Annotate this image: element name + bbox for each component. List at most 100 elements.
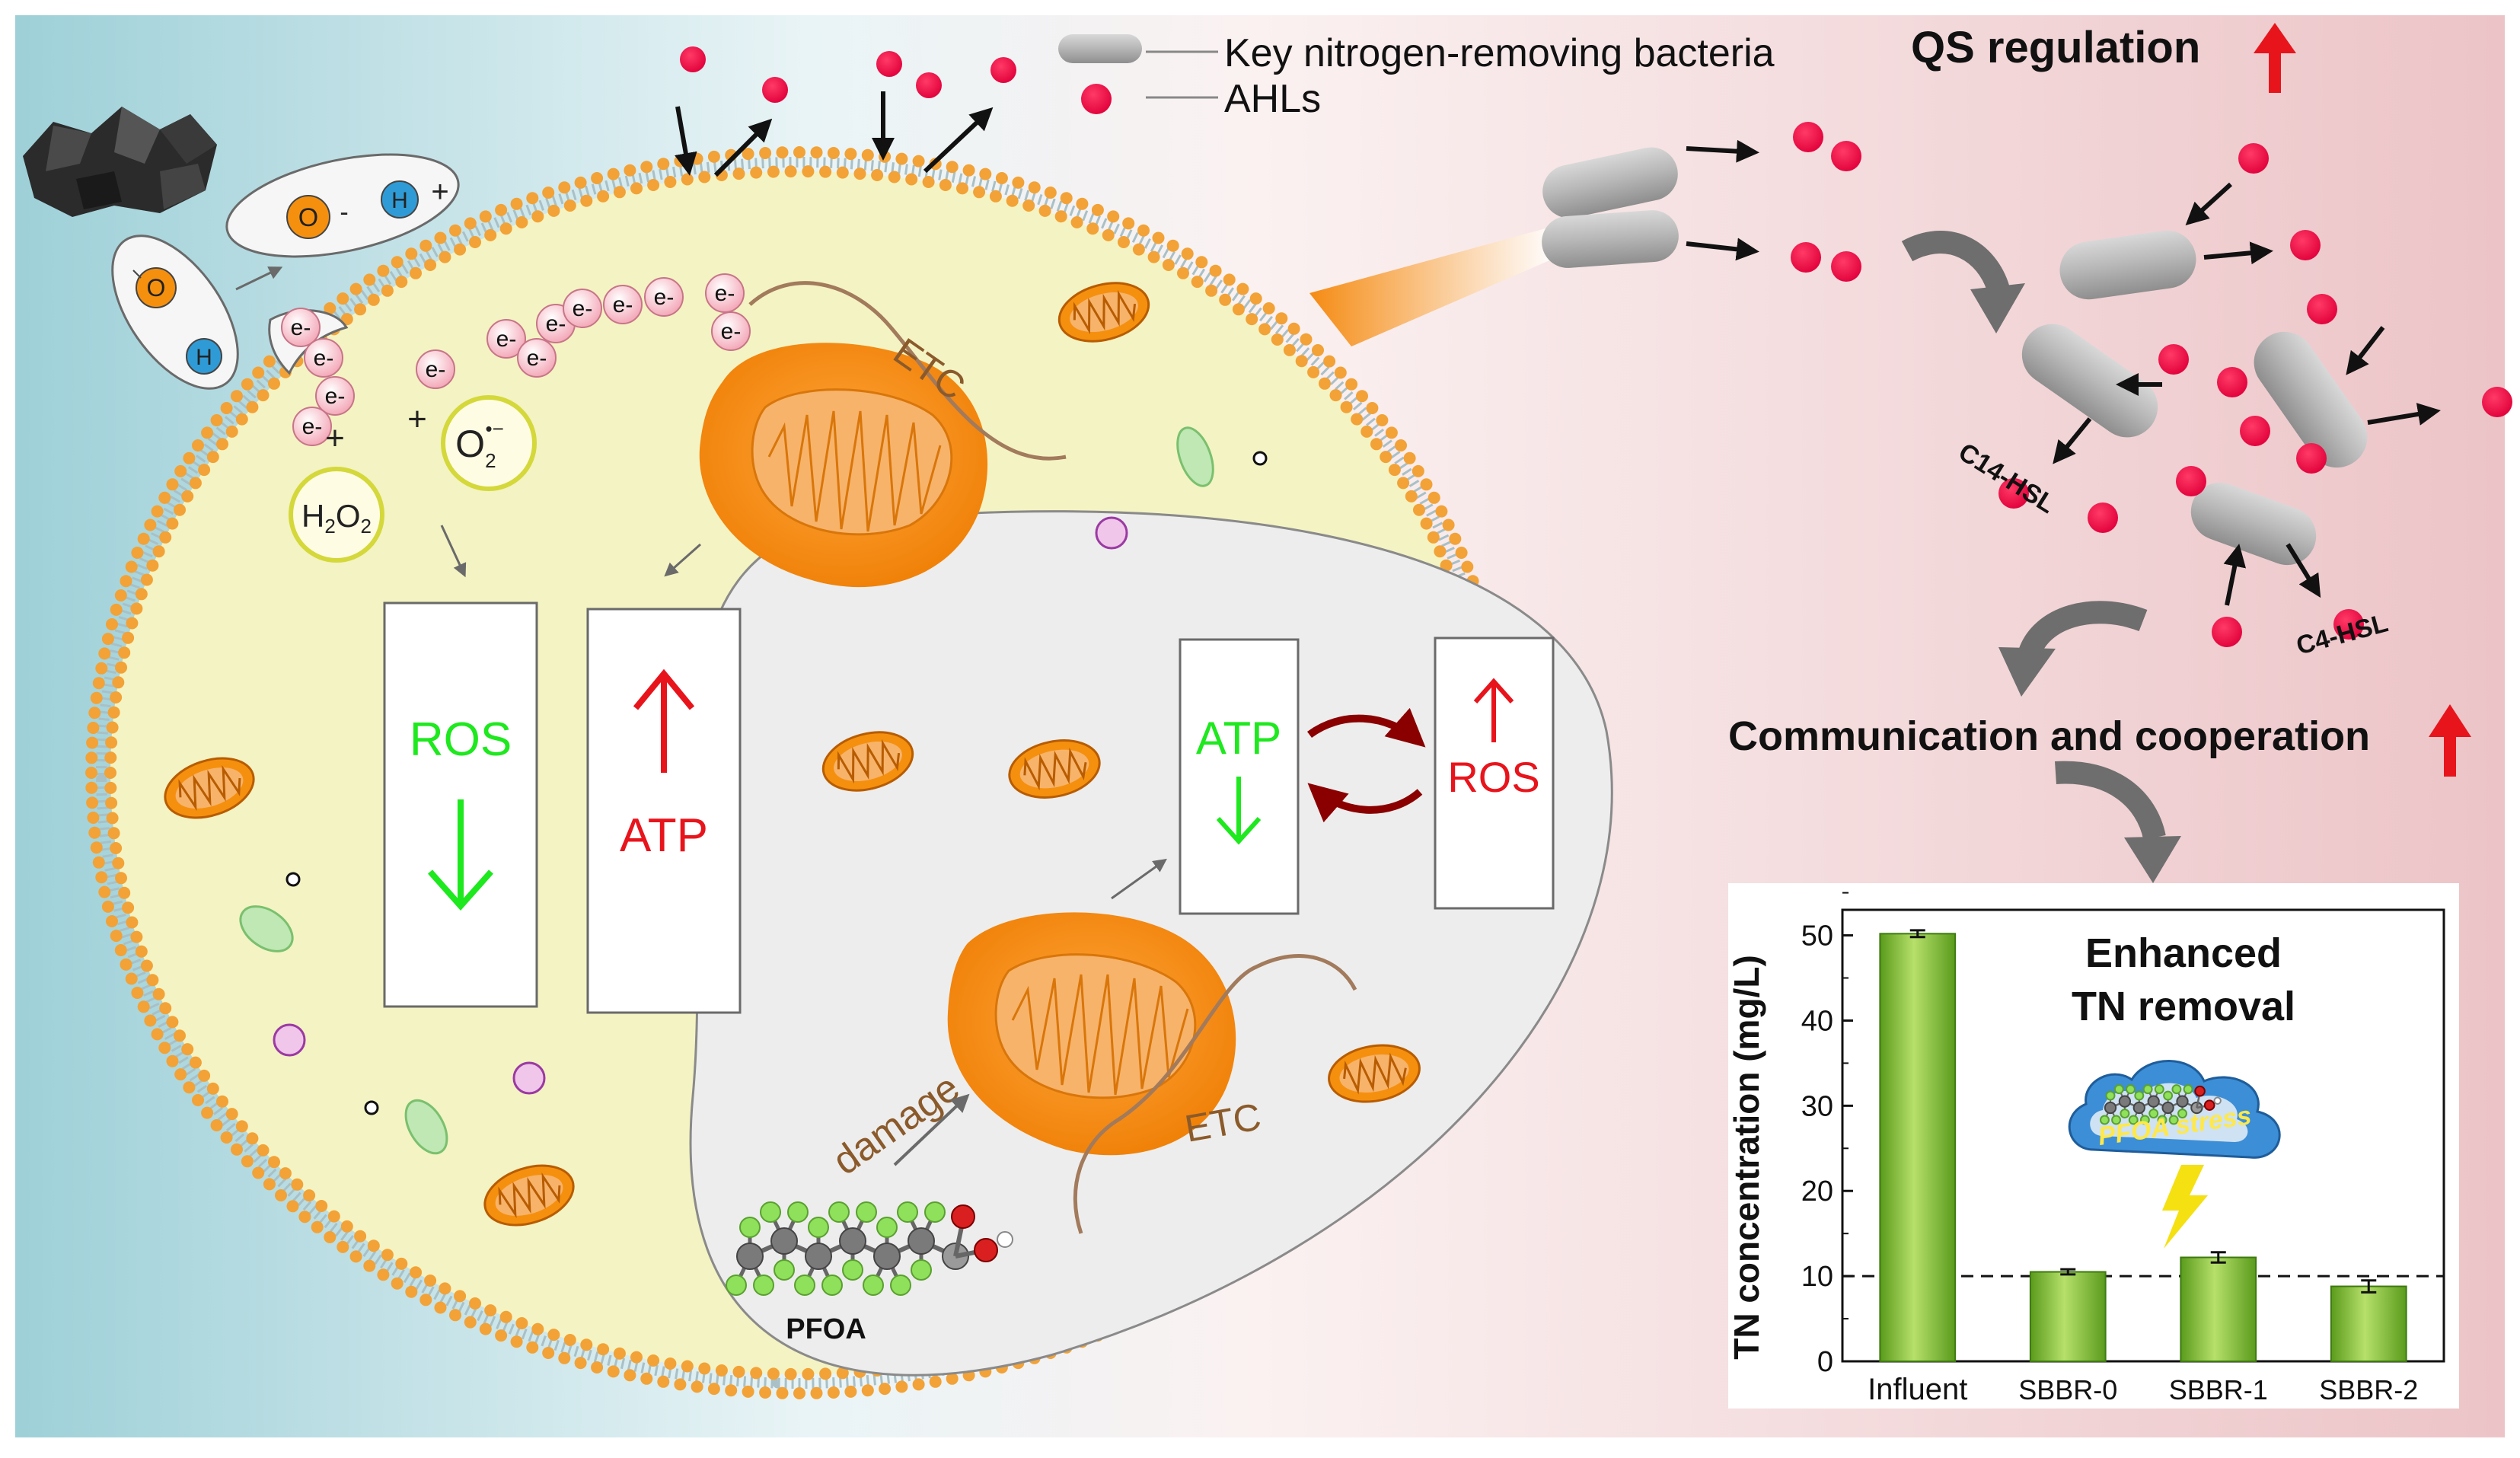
cycle-arrow-bottom [1307, 783, 1423, 823]
lipid-head [1334, 366, 1347, 379]
lipid-head [698, 1362, 711, 1375]
lipid-head [1427, 531, 1440, 544]
electron-icon: e- [281, 308, 321, 347]
lipid-head [973, 186, 986, 199]
electron-symbol: e- [613, 292, 633, 317]
ahl-molecule [2217, 367, 2247, 397]
ahl-arrow [2346, 326, 2385, 375]
lipid-head [183, 1081, 196, 1094]
electron-icon: e- [563, 289, 602, 328]
lipid-head [1323, 355, 1336, 368]
ahl-molecule [2088, 502, 2118, 533]
electrons: e-e-e-e-e-e-e-e-e-e-e-e-e- [281, 273, 751, 446]
small-dot [285, 872, 301, 887]
communication-label: Communication and cooperation [1728, 713, 2370, 759]
lipid-head [674, 1378, 687, 1391]
lipid-head [613, 186, 626, 199]
ahl-molecule [916, 72, 942, 98]
lipid-head [647, 179, 660, 191]
lipid-head [912, 155, 925, 167]
lipid-head [574, 1357, 587, 1370]
lipid-head [1356, 390, 1368, 403]
lipid-head [246, 400, 259, 413]
ahl-molecule [1793, 122, 1823, 152]
electron-icon: e- [486, 319, 526, 359]
up-arrow-red-small-icon [1473, 678, 1514, 742]
electron-icon: e- [315, 376, 355, 416]
lipid-head [189, 1056, 202, 1069]
lipid-head [657, 158, 670, 171]
lipid-head [268, 1156, 280, 1169]
bacterium [1542, 210, 1679, 268]
lipid-head [630, 182, 643, 195]
lipid-head [1329, 389, 1342, 402]
lipid-head [861, 148, 874, 161]
lipid-head [1091, 203, 1104, 216]
lipid-head [118, 646, 131, 659]
superoxide-formula: O2•− [455, 417, 504, 472]
lipid-head [922, 176, 935, 188]
lipid-head [201, 1106, 214, 1119]
lipid-head [691, 152, 703, 165]
lipid-head [257, 389, 270, 402]
lipid-head [114, 589, 127, 601]
mitochondrion-cristae [1011, 974, 1189, 1096]
lipid-head [381, 284, 394, 297]
lipid-head [819, 1367, 832, 1380]
etc-chain-bottom [1073, 954, 1357, 1234]
ahl-molecule [2238, 143, 2269, 174]
lipid-head [1449, 532, 1462, 545]
lipid-head [210, 1119, 223, 1131]
superoxide-circle [441, 395, 537, 491]
atp-label-left: ATP [620, 809, 708, 862]
ahl-molecule [2240, 416, 2270, 446]
lipid-head [146, 559, 159, 572]
ahl-molecule [2482, 387, 2512, 417]
lipid-head [1427, 491, 1440, 504]
lipid-head [681, 1360, 694, 1373]
lipid-head [844, 1385, 857, 1398]
membrane-ahl-transport [675, 46, 1016, 177]
lipid-head [1397, 477, 1410, 490]
green-vesicle [404, 1099, 448, 1155]
lipid-head [647, 1354, 660, 1367]
hydrogen-atom-icon [186, 338, 222, 375]
lipid-head [166, 1054, 179, 1067]
lipid-head [106, 618, 118, 630]
lipid-head [120, 575, 132, 588]
oxygen-symbol: O [298, 203, 318, 232]
lipid-head [337, 292, 349, 305]
lipid-head [391, 256, 404, 269]
lipid-head [1232, 303, 1245, 316]
ahl-out-arrow [713, 118, 773, 177]
ahl-molecule [1998, 478, 2029, 509]
lipid-head [479, 1322, 492, 1335]
lipid-head [464, 1316, 477, 1329]
lipid-head [1162, 259, 1175, 271]
ahl-molecule [876, 51, 902, 77]
purple-vesicle [273, 1023, 306, 1057]
lipid-head [1434, 545, 1447, 558]
lipid-head [732, 1365, 745, 1378]
lipid-head [784, 1367, 797, 1380]
lipid-head [547, 1329, 560, 1342]
lipid-head [291, 1178, 304, 1191]
y-tick-label: 50 [1801, 920, 1833, 952]
small-mitochondrion-icon [483, 1164, 575, 1227]
lipid-head [118, 886, 131, 899]
lipid-head [395, 276, 408, 289]
ahl-molecule [2296, 443, 2327, 474]
lipid-head [220, 402, 233, 414]
lipid-head [597, 1343, 610, 1356]
lipid-head [235, 413, 248, 426]
lipid-head [1219, 293, 1232, 306]
lipid-head [1012, 176, 1025, 189]
lipid-head [1366, 402, 1379, 414]
lipid-head [1461, 560, 1474, 573]
lipid-head [464, 217, 477, 230]
ahl-release-arrow [1686, 139, 1759, 163]
lipid-head [802, 165, 815, 178]
lipid-head [759, 147, 772, 159]
ahl-molecule [2176, 466, 2206, 496]
